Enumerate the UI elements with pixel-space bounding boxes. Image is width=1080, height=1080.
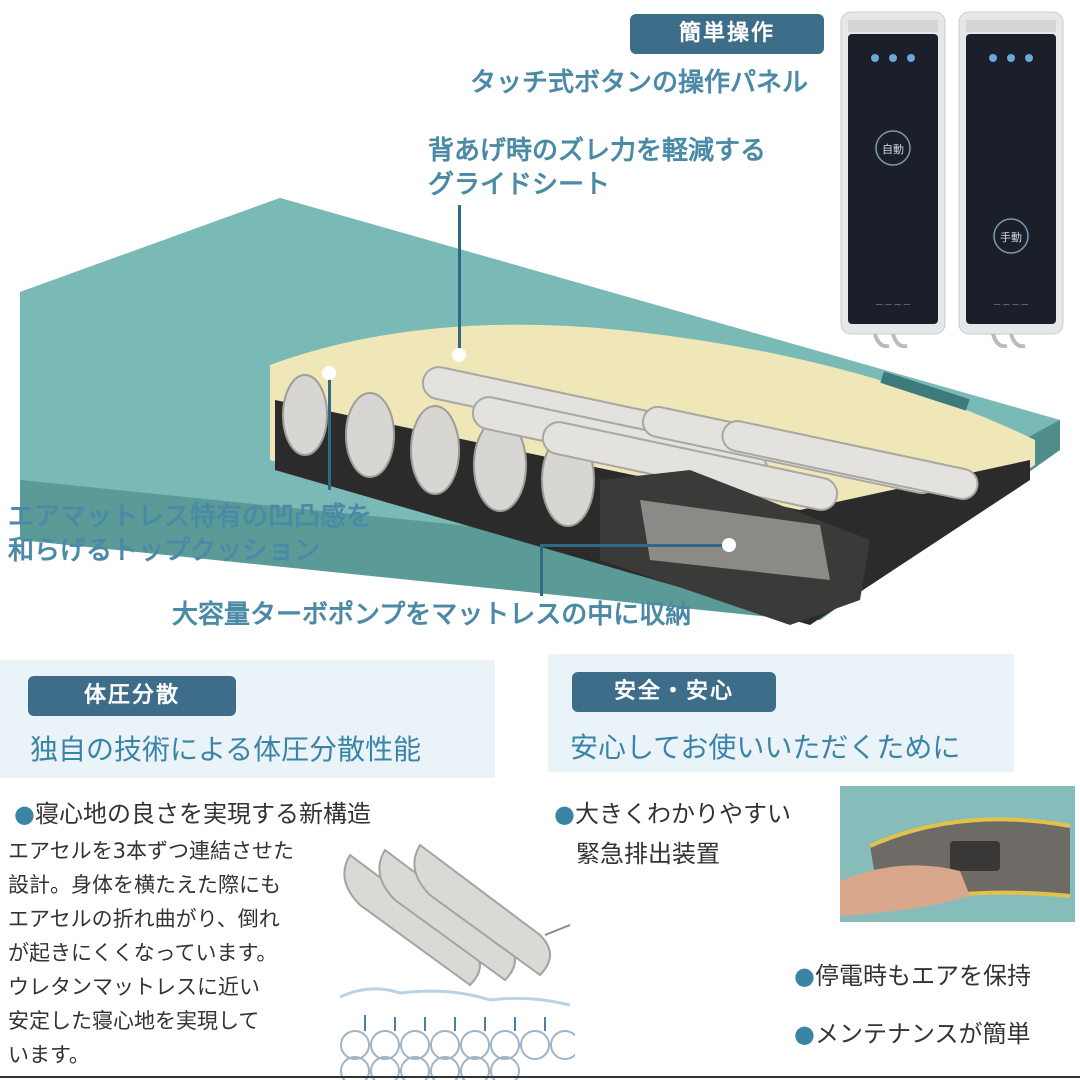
body-line: ウレタンマットレスに近い xyxy=(8,975,260,999)
remote-manual-label: 手動 xyxy=(1000,230,1022,244)
right-bullet-emergency: ●大きくわかりやすい 緊急排出装置 xyxy=(554,794,791,874)
left-body-text: エアセルを3本ずつ連結させた 設計。身体を横たえた際にも エアセルの折れ曲がり、… xyxy=(8,834,294,1072)
body-line: エアセルを3本ずつ連結させた xyxy=(8,839,294,863)
leader-dot-glide xyxy=(452,348,466,362)
remote-controls-image: 自動 — — — — 手動 — — — — xyxy=(840,11,1064,348)
callout-glide-line1: 背あげ時のズレ力を軽減する xyxy=(428,136,767,166)
bullet-dot: ● xyxy=(794,1020,815,1048)
bullet-dot: ● xyxy=(554,800,575,828)
badge-easy-operation: 簡単操作 xyxy=(630,14,824,54)
left-subhead: 独自の技術による体圧分散性能 xyxy=(30,733,422,766)
svg-text:— — — —: — — — — xyxy=(876,300,911,308)
callout-cushion-line1: エアマットレス特有の凹凸感を xyxy=(8,502,373,532)
right-bullet-3-text: メンテナンスが簡単 xyxy=(814,1020,1031,1048)
right-subhead: 安心してお使いいただくために xyxy=(570,731,961,764)
leader-dot-cushion xyxy=(322,366,336,380)
right-bullet-power-outage: ●停電時もエアを保持 xyxy=(794,956,1031,991)
badge-pressure-distribution: 体圧分散 xyxy=(28,676,236,716)
leader-line-pump-h xyxy=(540,544,730,547)
air-cell-illustration xyxy=(339,843,575,1080)
body-line: 設計。身体を横たえた際にも xyxy=(8,873,281,897)
right-bullet-1-line1: 大きくわかりやすい xyxy=(574,800,791,828)
callout-touch-panel: タッチ式ボタンの操作パネル xyxy=(470,68,809,98)
leader-line-glide xyxy=(458,205,461,355)
callout-pump: 大容量ターボポンプをマットレスの中に収納 xyxy=(172,600,692,630)
badge-safety: 安全・安心 xyxy=(572,672,776,712)
remote-left: 自動 — — — — xyxy=(840,11,946,348)
leader-dot-pump xyxy=(722,538,736,552)
right-bullet-1-line2: 緊急排出装置 xyxy=(576,840,720,868)
body-line: います。 xyxy=(8,1043,90,1067)
remote-auto-label: 自動 xyxy=(882,142,904,156)
left-bullet: ●寝心地の良さを実現する新構造 xyxy=(14,794,371,829)
body-line: エアセルの折れ曲がり、倒れ xyxy=(8,907,280,931)
mattress-cutaway-image xyxy=(20,198,1060,625)
remote-right: 手動 — — — — xyxy=(958,11,1064,348)
leader-line-cushion xyxy=(328,372,331,490)
right-bullet-maintenance: ●メンテナンスが簡単 xyxy=(794,1014,1030,1049)
bottom-divider xyxy=(0,1076,1080,1078)
bullet-dot: ● xyxy=(14,800,35,828)
bullet-dot: ● xyxy=(794,962,815,990)
left-bullet-text: 寝心地の良さを実現する新構造 xyxy=(34,800,371,828)
callout-glide-line2: グライドシート xyxy=(428,170,611,200)
leader-line-pump-v xyxy=(540,546,543,596)
body-line: 安定した寝心地を実現して xyxy=(8,1009,260,1033)
right-bullet-2-text: 停電時もエアを保持 xyxy=(814,962,1031,990)
svg-text:— — — —: — — — — xyxy=(994,300,1029,308)
callout-cushion-line2: 和らげるトップクッション xyxy=(8,536,321,566)
body-line: が起きにくくなっています。 xyxy=(8,941,278,965)
emergency-release-image xyxy=(840,786,1075,922)
